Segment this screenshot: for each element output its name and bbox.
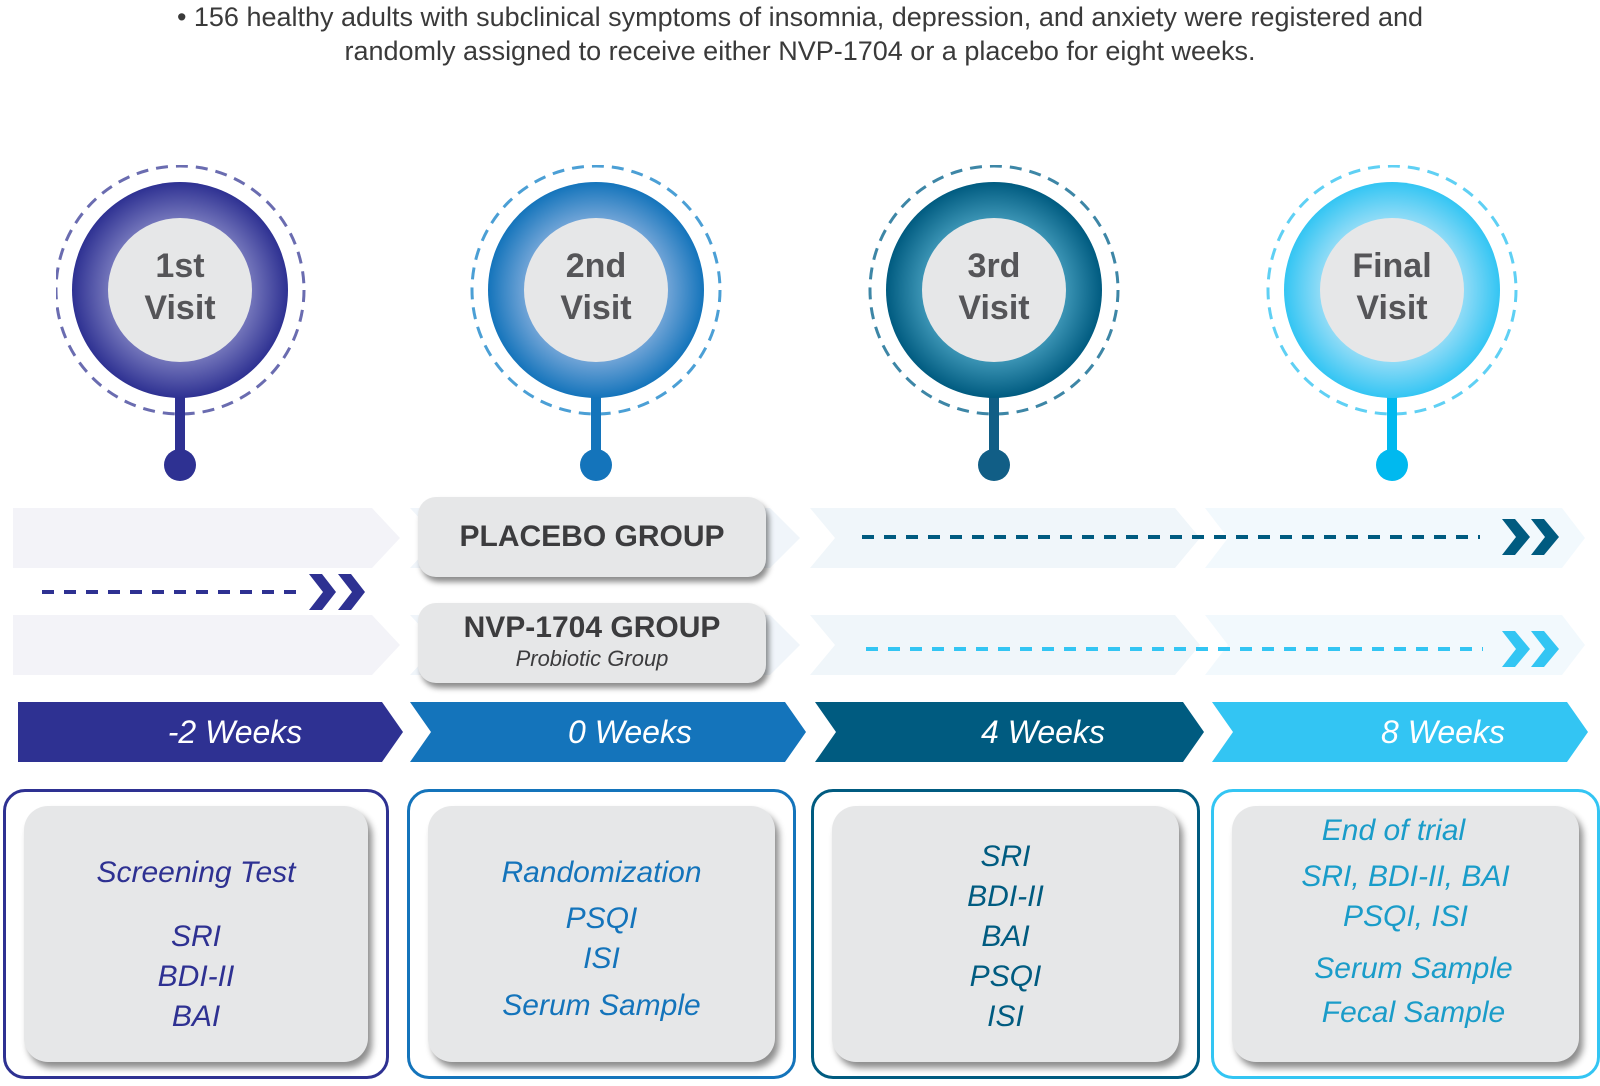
visit-4-pin-icon <box>1266 165 1518 481</box>
visit-3-card-line: ISI <box>987 1000 1024 1033</box>
visit-3-card-line: BDI-II <box>967 880 1044 913</box>
week-segment-2 <box>410 702 806 762</box>
placebo-group-box: PLACEBO GROUP <box>418 497 766 577</box>
visit-3-card-line: PSQI <box>969 960 1042 993</box>
visit-2-card-panel: Randomization PSQI ISI Serum Sample <box>428 806 775 1062</box>
visit-1-card-line: BAI <box>171 1000 221 1033</box>
visit-4-label-line-1: Final <box>1352 247 1432 285</box>
placebo-chevron-icon-2 <box>1531 519 1559 555</box>
probiotic-chevron-icon-2 <box>1531 631 1559 667</box>
visit-3-card: SRI BDI-II BAI PSQI ISI <box>811 789 1200 1079</box>
visit-2-card-line: Randomization <box>501 856 702 889</box>
visit-3-label-line-1: 3rd <box>967 247 1021 285</box>
visit-1-card-line: Screening Test <box>96 856 296 889</box>
weeks-timeline: -2 Weeks 0 Weeks 4 Weeks 8 Weeks <box>0 702 1600 762</box>
visit-3: 3rd Visit <box>868 165 1124 485</box>
visit-1-card: Screening Test SRI BDI-II BAI <box>3 789 389 1079</box>
week-label-1: -2 Weeks <box>167 714 303 750</box>
probiotic-group-subtitle: Probiotic Group <box>515 646 669 671</box>
visit-2-card-line: PSQI <box>565 902 638 935</box>
week-label-2: 0 Weeks <box>568 714 692 750</box>
band-probiotic-segment-4 <box>1205 615 1585 675</box>
visit-4-card-line: SRI, BDI-II, BAI <box>1301 860 1510 893</box>
visit-3-label-line-2: Visit <box>958 289 1030 327</box>
visit-4-label-line-2: Visit <box>1356 289 1428 327</box>
visit-2-label-line-1: 2nd <box>565 247 627 285</box>
band-probiotic-segment-1 <box>13 615 400 675</box>
probiotic-group-title: NVP-1704 GROUP <box>463 611 721 644</box>
probiotic-group-box: NVP-1704 GROUP Probiotic Group <box>418 603 766 683</box>
study-description-line-1: • 156 healthy adults with subclinical sy… <box>176 2 1424 32</box>
week-segment-3 <box>815 702 1204 762</box>
screening-chevron-icon <box>309 574 336 610</box>
visit-1-pin-icon <box>56 165 306 481</box>
visit-2-card-line: Serum Sample <box>502 989 701 1022</box>
visit-2-label-line-2: Visit <box>560 289 632 327</box>
visit-2: 2nd Visit <box>470 165 726 485</box>
study-description-line-2: randomly assigned to receive either NVP-… <box>344 36 1256 66</box>
screening-chevron-icon-2 <box>338 574 365 610</box>
visit-3-pin-icon <box>868 165 1120 481</box>
visit-4-card: End of trial SRI, BDI-II, BAI PSQI, ISI … <box>1211 789 1600 1079</box>
visit-1: 1st Visit <box>56 165 312 485</box>
visit-1-label-line-2: Visit <box>144 289 216 327</box>
placebo-group-title: PLACEBO GROUP <box>459 520 725 553</box>
group-timeline-bands <box>13 508 1585 675</box>
week-segment-4 <box>1212 702 1588 762</box>
placebo-chevron-icon <box>1502 519 1530 555</box>
week-segment-1 <box>18 702 403 762</box>
visit-2-pin-icon <box>470 165 722 481</box>
week-label-3: 4 Weeks <box>981 714 1105 750</box>
visit-4-card-line: PSQI, ISI <box>1342 900 1469 933</box>
study-description: • 156 healthy adults with subclinical sy… <box>0 0 1600 68</box>
visit-3-card-panel: SRI BDI-II BAI PSQI ISI <box>832 806 1179 1062</box>
visit-1-label-line-1: 1st <box>155 247 205 285</box>
visit-4-card-line: Serum Sample <box>1314 952 1513 985</box>
probiotic-chevron-icon <box>1502 631 1530 667</box>
band-probiotic-segment-3 <box>810 615 1200 675</box>
visit-3-card-line: SRI <box>980 840 1031 873</box>
visit-1-card-line: BDI-II <box>157 960 235 993</box>
visit-1-card-panel: Screening Test SRI BDI-II BAI <box>24 806 368 1062</box>
week-label-4: 8 Weeks <box>1381 714 1505 750</box>
visit-1-card-line: SRI <box>170 920 221 953</box>
band-placebo-segment-1 <box>13 508 400 568</box>
visit-4-card-line: Fecal Sample <box>1321 996 1506 1029</box>
visit-4: Final Visit <box>1262 165 1518 485</box>
visit-2-card-line: ISI <box>583 942 620 975</box>
visit-4-card-panel: End of trial SRI, BDI-II, BAI PSQI, ISI … <box>1232 806 1579 1062</box>
visit-3-card-line: BAI <box>981 920 1030 953</box>
visit-2-card: Randomization PSQI ISI Serum Sample <box>407 789 796 1079</box>
visit-4-card-line: End of trial <box>1321 814 1466 847</box>
